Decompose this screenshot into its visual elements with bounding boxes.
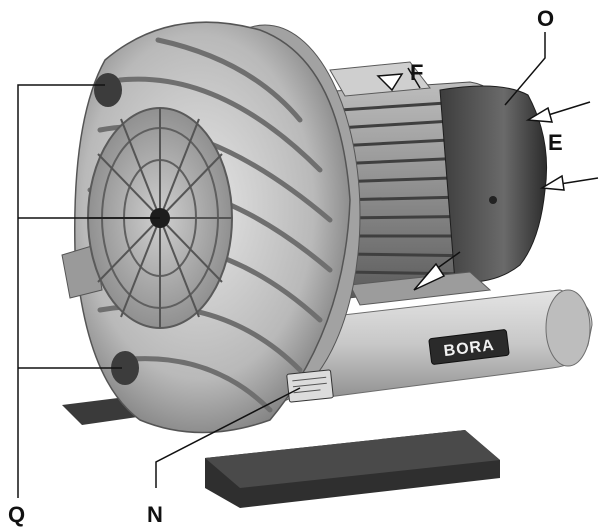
- silencer-endcap: [545, 289, 591, 367]
- label-e: E: [548, 130, 563, 155]
- callout-leaders: [17, 32, 546, 498]
- leader-o: [504, 32, 546, 106]
- motor-fan-cover: [439, 85, 548, 283]
- silencer: BORA: [299, 289, 593, 401]
- base-feet: [62, 394, 500, 508]
- arrow-e-lower: [539, 174, 599, 191]
- brand-plate: [428, 329, 510, 365]
- leader-q: [17, 84, 105, 498]
- brand-label: BORA: [443, 337, 496, 360]
- label-o: O: [537, 6, 554, 31]
- front-foot-top: [205, 430, 500, 488]
- arrow-f: [376, 67, 421, 92]
- arrow-motor-airflow: [413, 251, 461, 291]
- rating-plate: [286, 369, 334, 403]
- mounting-boss-bottom: [111, 351, 139, 385]
- mounting-boss-top: [94, 73, 122, 107]
- rating-plate-lines: [292, 376, 327, 394]
- label-f: F: [410, 60, 423, 85]
- motor-bolt: [489, 196, 497, 204]
- leader-n: [155, 387, 301, 488]
- fan-grille-spokes: [88, 108, 232, 328]
- label-q: Q: [8, 502, 25, 527]
- label-n: N: [147, 502, 163, 527]
- arrow-e-upper: [525, 101, 591, 123]
